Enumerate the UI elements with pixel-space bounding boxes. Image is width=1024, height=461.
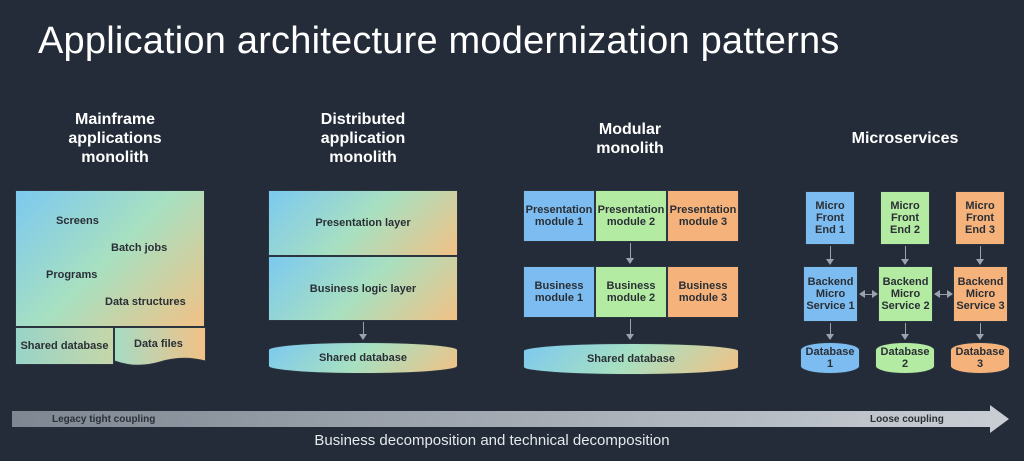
presentation-module-1-label: Presentation module 1 — [525, 204, 593, 228]
heading-microservices: Microservices — [851, 130, 959, 147]
business-module-3: Business module 3 — [667, 266, 739, 318]
page-title: Application architecture modernization p… — [38, 20, 840, 62]
mainframe-block: Screens Batch jobs Programs Data structu… — [15, 190, 205, 327]
business-module-3-label: Business module 3 — [678, 280, 728, 304]
coupling-scale-arrow — [12, 405, 1009, 433]
backend-micro-service-1-label: Backend Micro Service 1 — [806, 276, 855, 312]
arrow-down — [626, 243, 634, 264]
micro-front-end-3-label: Micro Front End 3 — [965, 200, 995, 236]
database-1-label: Database 1 — [805, 346, 855, 370]
presentation-module-2-label: Presentation module 2 — [597, 204, 665, 228]
mainframe-shared-database-label: Shared database — [20, 340, 109, 352]
mainframe-item-programs: Programs — [46, 269, 98, 281]
presentation-module-1: Presentation module 1 — [523, 190, 595, 242]
scale-caption: Business decomposition and technical dec… — [314, 432, 670, 449]
arrow-down — [826, 323, 834, 340]
business-module-1: Business module 1 — [523, 266, 595, 318]
arrow-down — [976, 246, 984, 265]
business-module-1-label: Business module 1 — [534, 280, 584, 304]
mainframe-item-screens: Screens — [56, 215, 99, 227]
micro-front-end-1: Micro Front End 1 — [805, 191, 855, 245]
presentation-layer: Presentation layer — [268, 190, 458, 256]
heading-distributed: Distributed application monolith — [320, 111, 406, 166]
bidirectional-arrow — [859, 290, 878, 298]
database-3-label: Database 3 — [955, 346, 1005, 370]
backend-micro-service-2: Backend Micro Service 2 — [878, 266, 933, 322]
distributed-shared-database: Shared database — [268, 342, 458, 374]
arrow-down — [901, 246, 909, 265]
database-2: Database 2 — [875, 342, 935, 374]
micro-front-end-3: Micro Front End 3 — [955, 191, 1005, 245]
scale-left-label: Legacy tight coupling — [52, 414, 156, 425]
business-module-2-label: Business module 2 — [606, 280, 656, 304]
business-logic-layer-label: Business logic layer — [309, 282, 417, 295]
arrow-down — [826, 246, 834, 265]
heading-mainframe: Mainframe applications monolith — [68, 111, 162, 166]
business-logic-layer: Business logic layer — [268, 256, 458, 321]
modular-shared-database: Shared database — [523, 343, 739, 375]
micro-front-end-1-label: Micro Front End 1 — [815, 200, 845, 236]
database-1: Database 1 — [800, 342, 860, 374]
mainframe-shared-database: Shared database — [15, 327, 114, 365]
database-2-label: Database 2 — [880, 346, 930, 370]
mainframe-item-data-structures: Data structures — [105, 296, 186, 308]
arrow-down — [976, 323, 984, 340]
heading-modular: Modular monolith — [596, 121, 664, 157]
database-3: Database 3 — [950, 342, 1010, 374]
business-module-2: Business module 2 — [595, 266, 667, 318]
presentation-module-3-label: Presentation module 3 — [669, 204, 737, 228]
distributed-shared-database-label: Shared database — [318, 352, 408, 364]
backend-micro-service-3-label: Backend Micro Service 3 — [956, 276, 1005, 312]
presentation-layer-label: Presentation layer — [315, 217, 411, 229]
backend-micro-service-2-label: Backend Micro Service 2 — [881, 276, 930, 312]
arrow-down — [359, 322, 367, 340]
presentation-module-2: Presentation module 2 — [595, 190, 667, 242]
arrow-down — [901, 323, 909, 340]
mainframe-item-batch-jobs: Batch jobs — [111, 242, 168, 254]
backend-micro-service-1: Backend Micro Service 1 — [803, 266, 858, 322]
backend-micro-service-3: Backend Micro Service 3 — [953, 266, 1008, 322]
arrow-down — [626, 319, 634, 340]
micro-front-end-2-label: Micro Front End 2 — [890, 200, 920, 236]
bidirectional-arrow — [934, 290, 953, 298]
modular-shared-database-label: Shared database — [586, 353, 676, 365]
scale-right-label: Loose coupling — [870, 414, 944, 425]
mainframe-data-files-label: Data files — [134, 338, 183, 350]
data-files-shape — [114, 327, 206, 366]
micro-front-end-2: Micro Front End 2 — [880, 191, 930, 245]
presentation-module-3: Presentation module 3 — [667, 190, 739, 242]
